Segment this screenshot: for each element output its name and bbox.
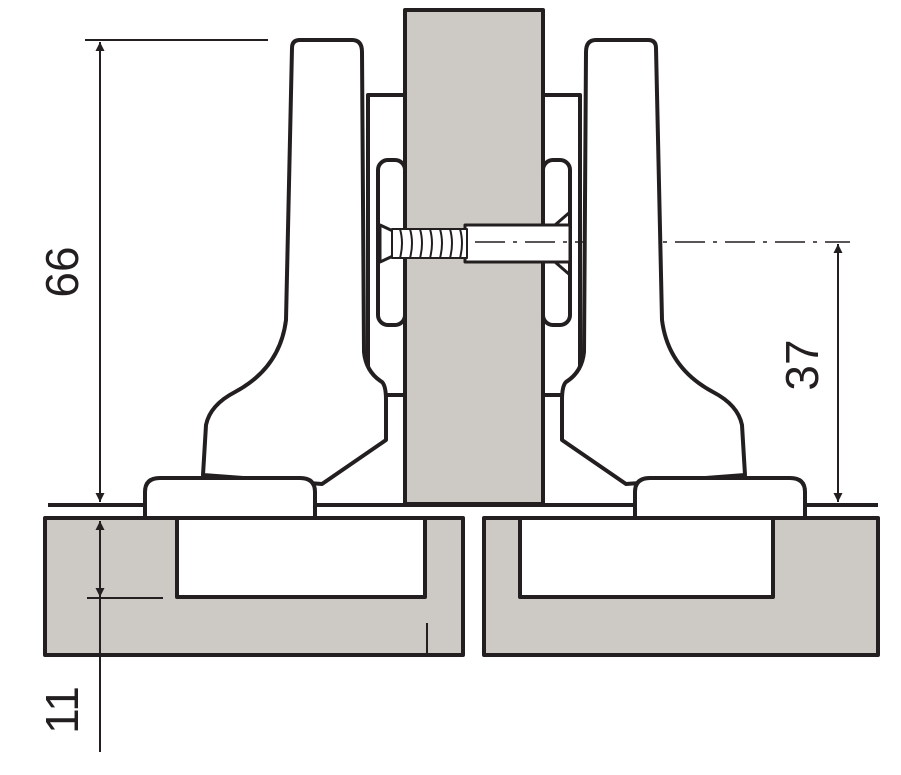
dimension-11-label: 11 <box>36 686 88 734</box>
door-left <box>43 516 465 657</box>
hinge-cup-left <box>143 476 317 518</box>
screw <box>378 210 572 277</box>
hinge-cup-right <box>633 476 807 518</box>
hinge-arm-right <box>560 38 747 486</box>
dimension-66-label: 66 <box>36 246 88 297</box>
door-right <box>482 516 880 657</box>
dimension-66 <box>85 39 268 502</box>
hinge-arm-left <box>201 38 388 486</box>
dimension-11 <box>87 521 163 752</box>
dimension-37-label: 37 <box>776 339 828 390</box>
